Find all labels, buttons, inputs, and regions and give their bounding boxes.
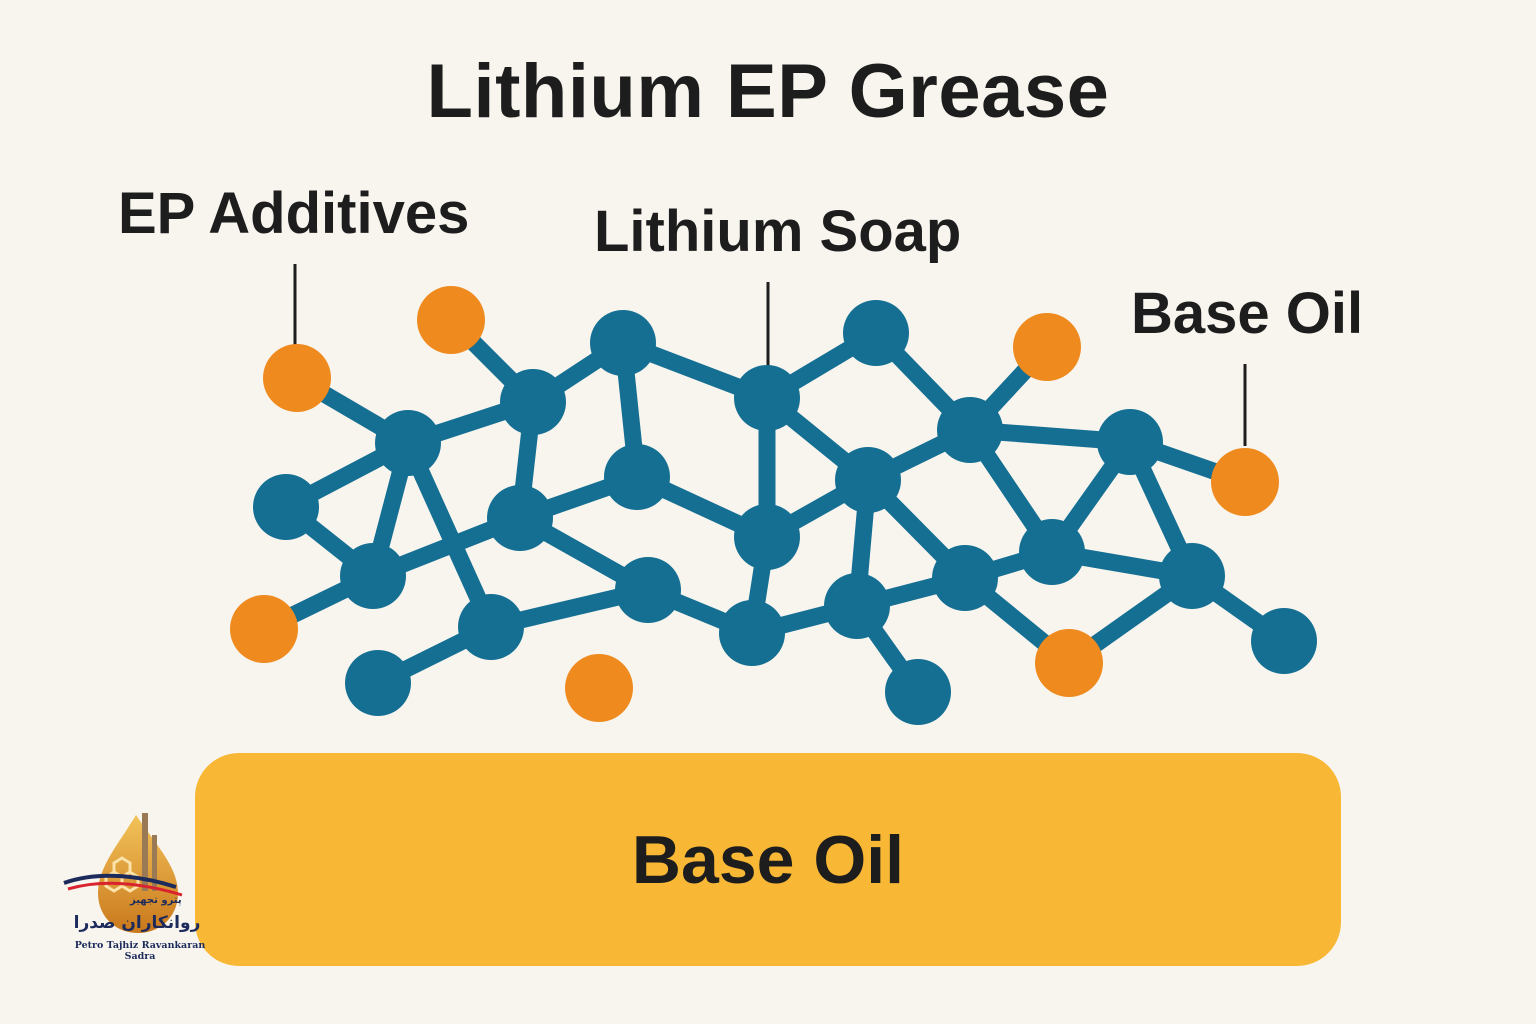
leader-lines: [293, 264, 1247, 446]
lithium-soap-node-4: [843, 300, 909, 366]
soap-network-nodes: [230, 286, 1317, 725]
lithium-soap-node-19: [932, 545, 998, 611]
lithium-soap-node-17: [719, 600, 785, 666]
soap-bond-7: [399, 434, 500, 636]
diagram-title: Lithium EP Grease: [426, 49, 1110, 134]
ep-additive-node-5: [565, 654, 633, 722]
lithium-soap-node-21: [345, 650, 411, 716]
lithium-soap-node-22: [885, 659, 951, 725]
lithium-soap-node-1: [500, 369, 566, 435]
lithium-soap-node-12: [1019, 519, 1085, 585]
lithium-soap-node-20: [1251, 608, 1317, 674]
lithium-soap-node-15: [458, 594, 524, 660]
ep-additive-node-4: [230, 595, 298, 663]
lithium-soap-node-8: [487, 485, 553, 551]
ep-additives-label: EP Additives: [118, 181, 470, 246]
lithium-soap-label: Lithium Soap: [594, 199, 962, 264]
ep-additive-node-1: [417, 286, 485, 354]
base-oil-label: Base Oil: [1131, 281, 1364, 346]
lithium-soap-node-13: [1159, 543, 1225, 609]
lithium-soap-node-9: [604, 444, 670, 510]
logo-english-name: Petro Tajhiz Ravankaran Sadra: [74, 940, 206, 962]
ep-additive-node-0: [263, 344, 331, 412]
ep-additive-node-3: [1211, 448, 1279, 516]
logo-persian-name: روانکاران صدرا: [73, 913, 201, 933]
base-oil-layer: Base Oil: [195, 753, 1341, 966]
ep-additive-node-6: [1035, 629, 1103, 697]
lithium-soap-node-14: [340, 543, 406, 609]
lithium-soap-node-3: [734, 365, 800, 431]
lithium-soap-node-18: [824, 573, 890, 639]
ep-additive-node-2: [1013, 313, 1081, 381]
lithium-soap-node-16: [615, 557, 681, 623]
base-oil-layer-label: Base Oil: [631, 821, 905, 898]
company-logo-icon: [63, 813, 183, 933]
lithium-soap-node-5: [937, 397, 1003, 463]
lithium-soap-node-2: [590, 310, 656, 376]
logo-small-text: پترو تجهیز: [130, 895, 182, 906]
lithium-soap-node-7: [253, 474, 319, 540]
lithium-soap-node-10: [734, 504, 800, 570]
lithium-soap-node-6: [1097, 409, 1163, 475]
lithium-soap-node-11: [835, 447, 901, 513]
lithium-soap-node-0: [375, 410, 441, 476]
